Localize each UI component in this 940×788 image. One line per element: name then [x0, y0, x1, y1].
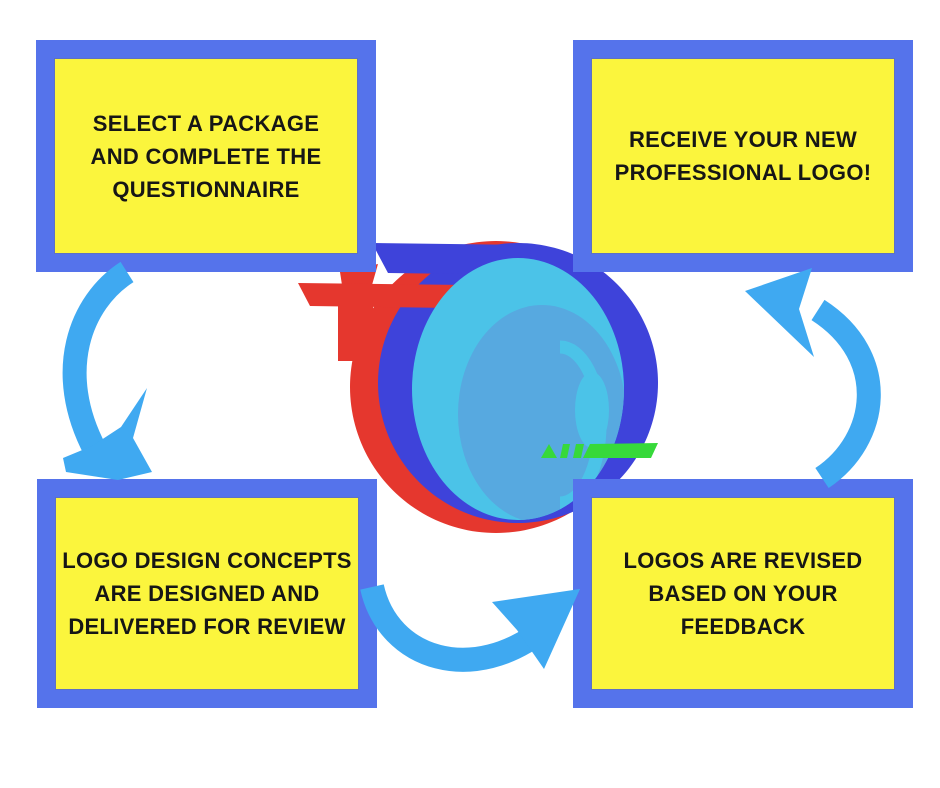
- step-1-label: SELECT A PACKAGE AND COMPLETE THE QUESTI…: [90, 110, 322, 202]
- logo-globe-core: [575, 372, 609, 448]
- arrow-step3-to-step4-icon: [745, 268, 881, 488]
- logo-red-crossbar-icon: [298, 283, 467, 308]
- step-2-box: LOGO DESIGN CONCEPTS ARE DESIGNED AND DE…: [37, 479, 377, 708]
- step-2-panel: LOGO DESIGN CONCEPTS ARE DESIGNED AND DE…: [56, 498, 358, 689]
- logo-green-tick1-icon: [560, 444, 570, 458]
- arrow-step2-to-step3-icon: [360, 583, 580, 672]
- logo-green-triangle-icon: [541, 444, 557, 458]
- step-1-panel: SELECT A PACKAGE AND COMPLETE THE QUESTI…: [55, 59, 357, 253]
- logo-green-bar-icon: [583, 443, 658, 458]
- step-3-panel: LOGOS ARE REVISED BASED ON YOUR FEEDBACK: [592, 498, 894, 689]
- logo-red-stem-icon: [338, 306, 373, 361]
- step-4-box: RECEIVE YOUR NEW PROFESSIONAL LOGO!: [573, 40, 913, 272]
- company-logo: [298, 241, 659, 533]
- arrow-step1-to-step2-icon: [62, 261, 152, 480]
- logo-green-tick2-icon: [573, 444, 584, 458]
- step-4-panel: RECEIVE YOUR NEW PROFESSIONAL LOGO!: [592, 59, 894, 253]
- step-1-box: SELECT A PACKAGE AND COMPLETE THE QUESTI…: [36, 40, 376, 272]
- step-4-label: RECEIVE YOUR NEW PROFESSIONAL LOGO!: [614, 127, 872, 185]
- step-2-label: LOGO DESIGN CONCEPTS ARE DESIGNED AND DE…: [62, 548, 352, 639]
- step-3-box: LOGOS ARE REVISED BASED ON YOUR FEEDBACK: [573, 479, 913, 708]
- step-3-label: LOGOS ARE REVISED BASED ON YOUR FEEDBACK: [623, 548, 863, 639]
